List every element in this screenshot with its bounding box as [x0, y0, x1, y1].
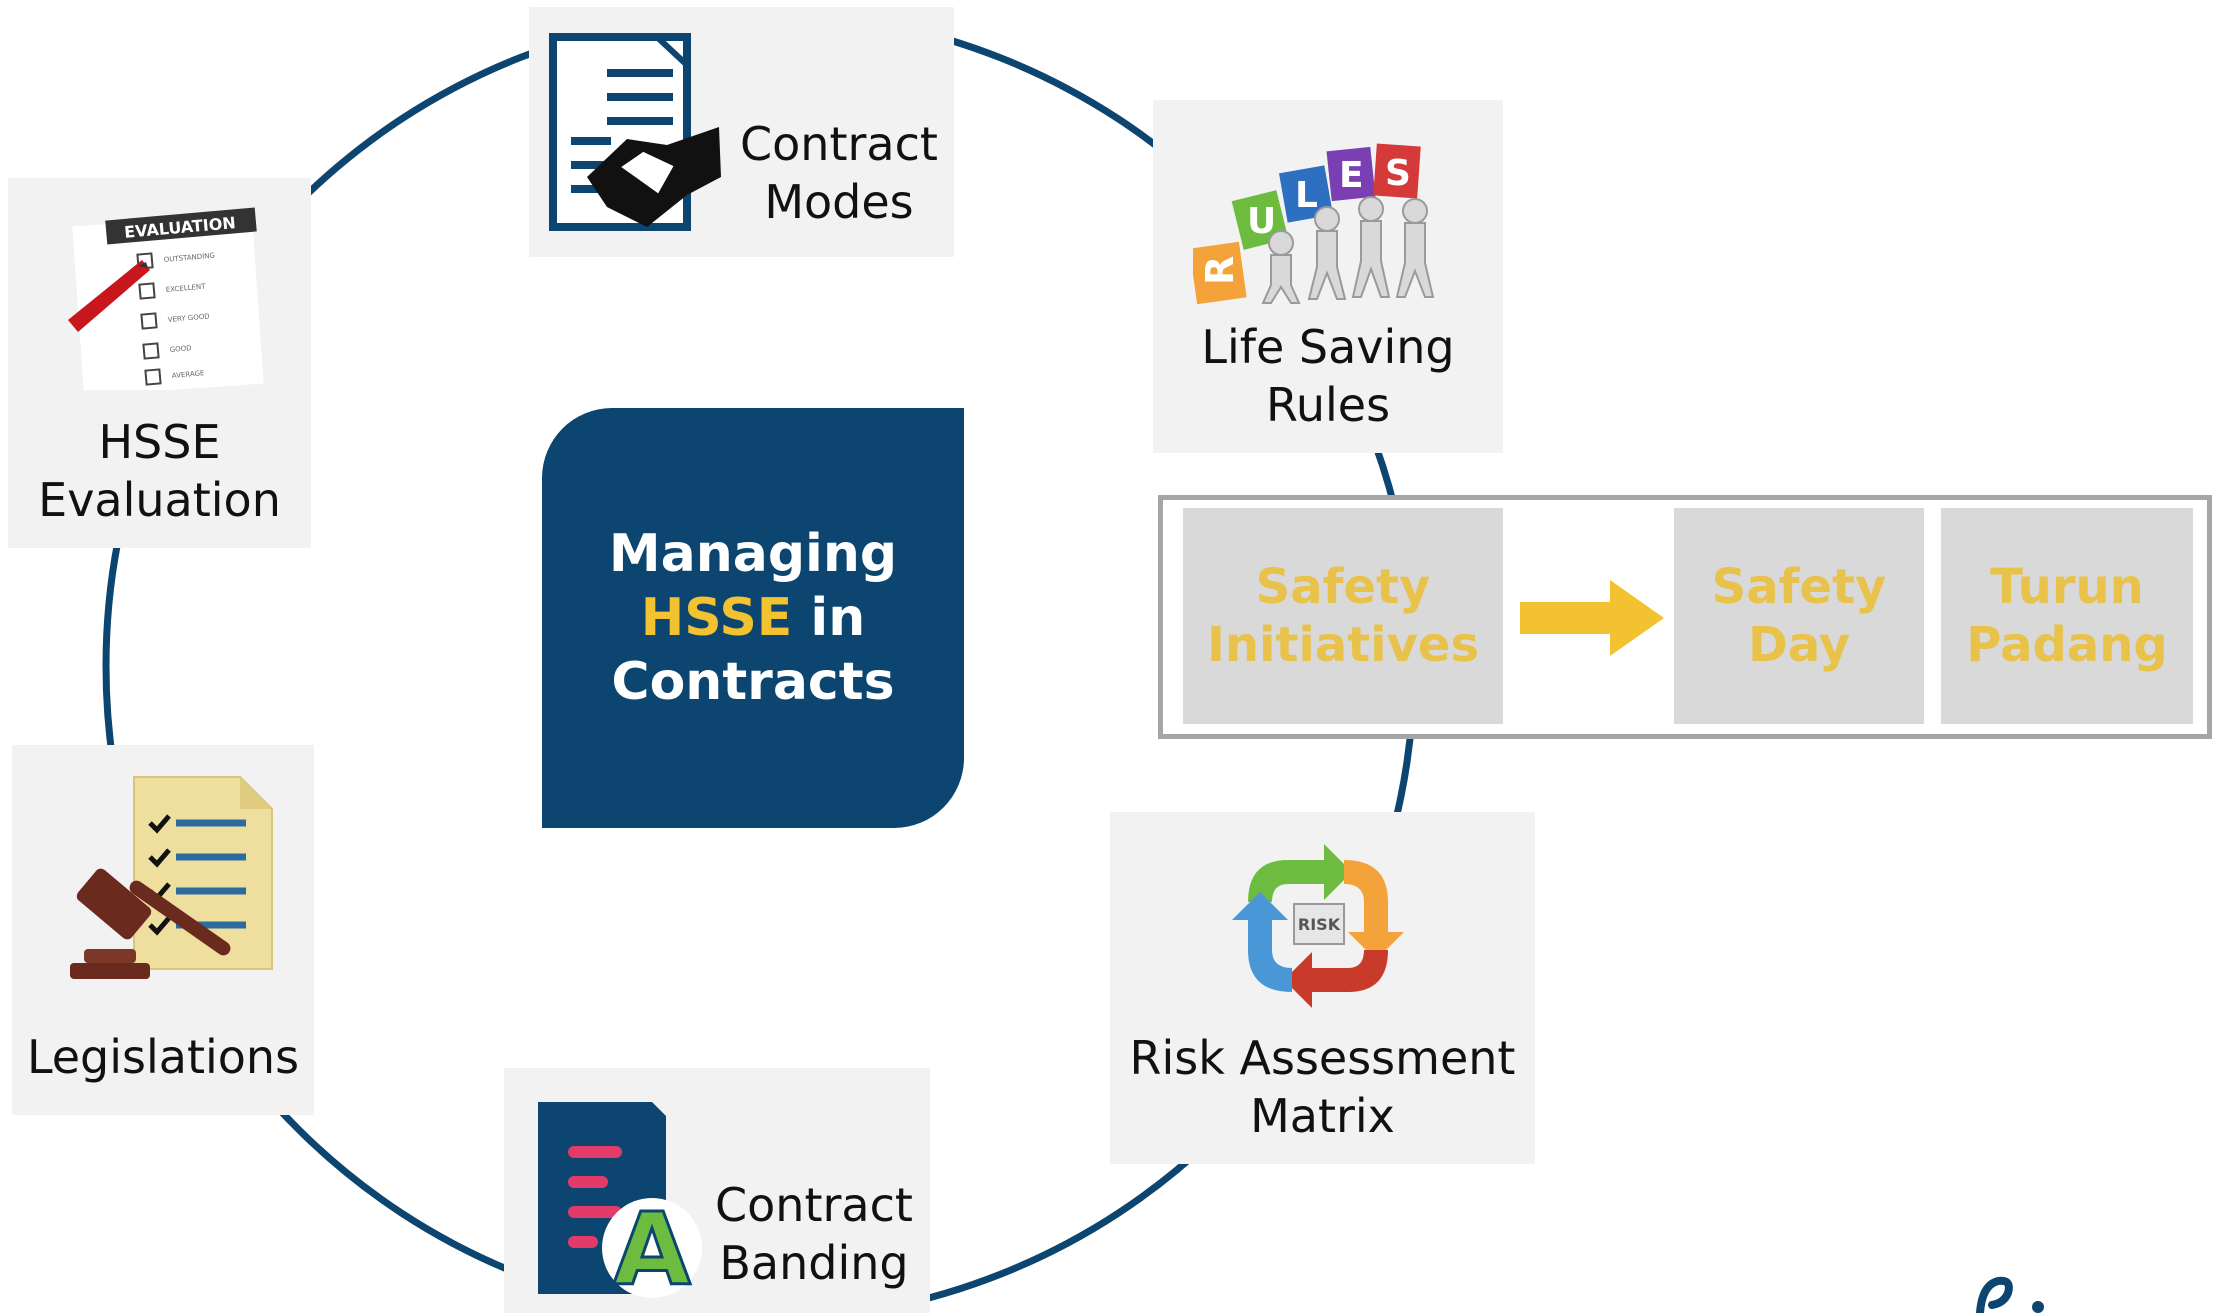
center-title-line1: Managing — [608, 524, 898, 584]
legislations-label: Legislations — [26, 1030, 300, 1084]
banding-grade-letter: A — [613, 1191, 690, 1298]
hsse-evaluation-label: HSSE Evaluation — [38, 415, 281, 527]
card-contract-banding: A Contract Banding — [504, 1068, 930, 1313]
center-title-highlight: HSSE — [640, 588, 793, 648]
rules-letter-r: R — [1198, 256, 1242, 285]
card-risk-assessment-matrix: RISK Risk Assessment Matrix — [1110, 812, 1535, 1164]
card-legislations: Legislations — [12, 745, 314, 1115]
rules-letter-s: S — [1385, 153, 1411, 194]
risk-cycle-icon: RISK — [1232, 844, 1404, 1008]
evaluation-option-2: EXCELLENT — [165, 282, 206, 293]
risk-assessment-matrix-label: Risk Assessment Matrix — [1129, 1031, 1516, 1143]
contract-banding-label: Contract Banding — [715, 1178, 913, 1290]
safety-day-box: Safety Day — [1674, 508, 1924, 724]
handshake-contract-icon — [549, 33, 721, 231]
card-hsse-evaluation: EVALUATION OUTSTANDING EXCELLENT VERY GO… — [8, 178, 311, 548]
turun-padang-box: Turun Padang — [1941, 508, 2193, 724]
center-title-line2: HSSE in — [641, 586, 866, 650]
center-title-line3: Contracts — [611, 652, 895, 712]
rules-letter-e: E — [1339, 155, 1364, 196]
safety-initiatives-box: Safety Initiatives — [1183, 508, 1503, 724]
gavel-checklist-icon — [70, 776, 273, 979]
evaluation-option-5: AVERAGE — [171, 369, 204, 380]
center-title-box: Managing HSSE in Contracts — [542, 408, 964, 828]
card-contract-modes: Contract Modes — [529, 7, 954, 257]
evaluation-option-3: VERY GOOD — [167, 312, 210, 324]
evaluation-option-4: GOOD — [169, 344, 191, 354]
rules-letter-l: L — [1295, 175, 1318, 216]
risk-center-text: RISK — [1298, 915, 1341, 934]
contract-banding-icon: A — [538, 1102, 702, 1298]
card-life-saving-rules: R U L E S Life Saving Rules — [1153, 100, 1503, 453]
life-saving-rules-label: Life Saving Rules — [1201, 320, 1455, 432]
center-title-line2-rest: in — [792, 588, 866, 648]
partial-logo-mark — [1976, 1276, 2044, 1313]
arrow-right-icon — [1520, 580, 1664, 656]
evaluation-checklist-icon: EVALUATION OUTSTANDING EXCELLENT VERY GO… — [68, 207, 264, 390]
contract-modes-label: Contract Modes — [740, 117, 938, 229]
rules-figures-icon: R U L E S — [1193, 143, 1435, 305]
